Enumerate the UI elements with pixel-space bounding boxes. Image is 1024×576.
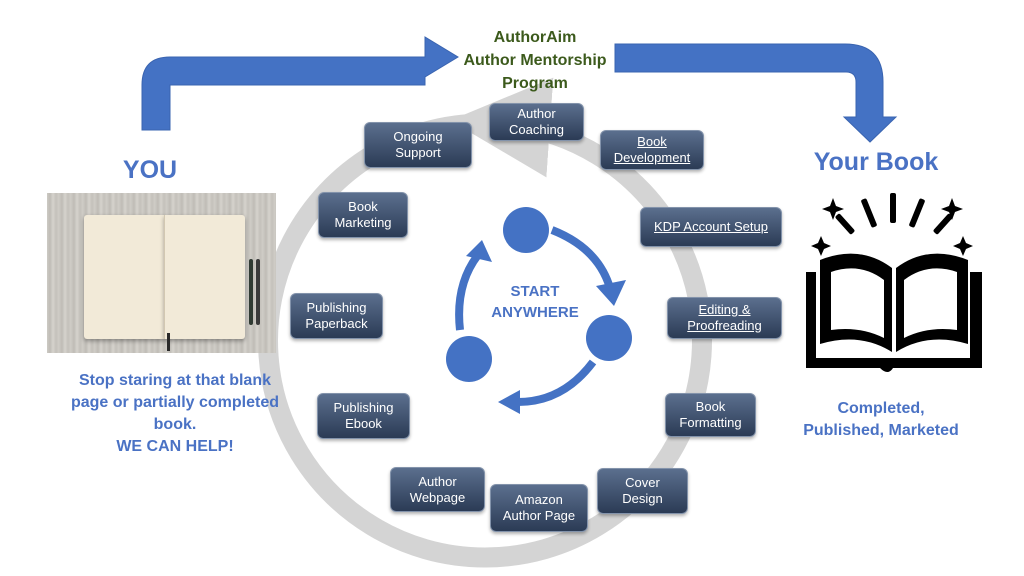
step-label: Proofreading	[687, 318, 762, 333]
start-anywhere-line: ANYWHERE	[491, 304, 579, 321]
program-title: AuthorAim Author Mentorship Program	[430, 26, 640, 95]
you-label: YOU	[122, 156, 178, 184]
notebook-left-page	[84, 215, 164, 339]
pen-icon	[249, 259, 253, 325]
step-kdp-account-setup[interactable]: KDP Account Setup	[640, 207, 782, 247]
step-publishing-ebook[interactable]: Publishing Ebook	[317, 393, 410, 439]
program-title-line: AuthorAim	[493, 29, 577, 46]
bent-arrow-icon	[614, 43, 898, 143]
step-label: Author Page	[502, 508, 576, 523]
your-book-label: Your Book	[813, 148, 939, 176]
step-cover-design[interactable]: Cover Design	[597, 468, 688, 514]
step-author-webpage[interactable]: Author Webpage	[390, 467, 485, 512]
step-label: Publishing	[306, 300, 367, 315]
notebook-right-page	[164, 215, 245, 339]
you-message-line: page or partially completed	[70, 394, 280, 411]
step-label: Author	[517, 106, 556, 121]
step-author-coaching[interactable]: Author Coaching	[489, 103, 584, 141]
step-label: Ebook	[345, 416, 382, 431]
step-label: Author	[418, 473, 457, 489]
blank-notebook-photo	[47, 193, 276, 353]
pen-icon	[256, 259, 260, 325]
step-amazon-author-page[interactable]: Amazon Author Page	[490, 484, 588, 532]
step-ongoing-support[interactable]: Ongoing Support	[364, 122, 472, 168]
you-message: Stop staring at that blank page or parti…	[40, 370, 310, 458]
step-label: Cover	[625, 475, 660, 490]
step-label: Publishing	[333, 400, 394, 415]
step-editing-proofreading[interactable]: Editing & Proofreading	[667, 297, 782, 339]
step-label: Marketing	[334, 215, 392, 230]
step-label: Editing &	[698, 302, 751, 317]
program-title-line: Author Mentorship	[463, 52, 607, 69]
step-label: KDP Account Setup	[654, 219, 768, 234]
you-message-line: book.	[153, 416, 197, 433]
you-message-line: Stop staring at that blank	[78, 372, 271, 389]
step-label: Design	[622, 491, 663, 506]
start-anywhere-line: START	[510, 283, 560, 300]
step-publishing-paperback[interactable]: Publishing Paperback	[290, 293, 383, 339]
step-label: Ongoing	[393, 129, 443, 144]
notebook-ribbon	[167, 333, 170, 351]
step-label: Book	[348, 199, 378, 214]
circular-arrows-icon	[446, 207, 632, 414]
you-message-line: WE CAN HELP!	[116, 438, 234, 455]
step-label: Amazon	[515, 492, 563, 507]
step-label: Paperback	[305, 316, 368, 331]
step-label: Book	[695, 399, 726, 414]
step-label: Book	[637, 134, 667, 149]
program-title-line: Program	[502, 75, 568, 92]
your-book-status-line: Completed,	[837, 400, 925, 417]
step-book-marketing[interactable]: Book Marketing	[318, 192, 408, 238]
open-book-icon	[806, 193, 982, 372]
step-label: Support	[395, 145, 441, 160]
step-book-development[interactable]: Book Development	[600, 130, 704, 170]
step-book-formatting[interactable]: Book Formatting	[665, 393, 756, 437]
start-anywhere-label: START ANYWHERE	[470, 281, 600, 323]
step-label: Formatting	[679, 415, 742, 430]
your-book-status-line: Published, Marketed	[803, 422, 959, 439]
step-label: Coaching	[509, 122, 564, 137]
bent-arrow-icon	[141, 36, 459, 131]
step-label: Webpage	[409, 489, 466, 505]
step-label: Development	[613, 150, 691, 165]
your-book-status: Completed, Published, Marketed	[786, 398, 976, 442]
